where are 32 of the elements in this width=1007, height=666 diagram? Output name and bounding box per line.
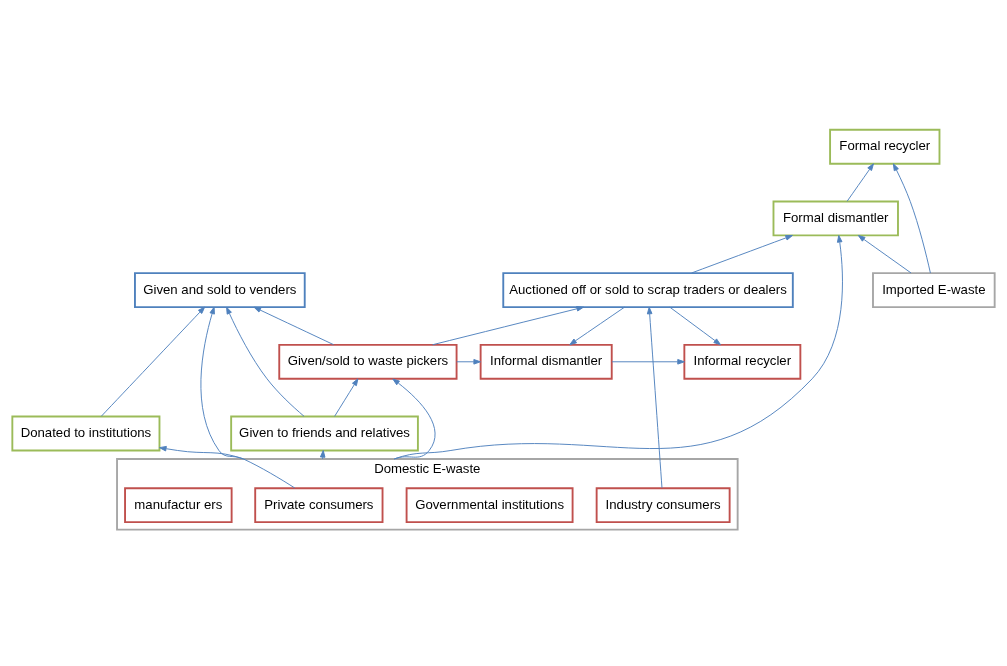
node-box: Given to friends and relatives xyxy=(230,415,419,451)
node-box: Donated to institutions xyxy=(11,415,161,451)
arrow xyxy=(691,234,793,273)
arrow xyxy=(432,305,584,345)
arrow xyxy=(646,306,663,488)
arrow xyxy=(253,306,335,345)
node-box: Industry consumers xyxy=(595,486,731,523)
node-box: Governmental institutions xyxy=(405,486,574,523)
arrow xyxy=(669,306,721,345)
node-box: Informal dismantler xyxy=(479,343,613,380)
node-box: Informal recycler xyxy=(683,343,802,380)
arrow xyxy=(200,306,296,488)
arrow xyxy=(226,306,305,417)
node-box: Formal dismantler xyxy=(772,200,899,236)
node-box: Private consumers xyxy=(254,486,384,523)
arrow xyxy=(846,162,874,202)
arrow xyxy=(857,234,912,273)
node-box: Imported E-waste xyxy=(872,271,996,308)
node-box: manufactur ers xyxy=(124,486,233,523)
arrow xyxy=(892,162,931,274)
arrow xyxy=(100,306,206,417)
arrow xyxy=(334,377,359,417)
node-box: Formal recycler xyxy=(829,128,941,165)
node-box: Given/sold to waste pickers xyxy=(278,343,458,380)
node-box: Auctioned off or sold to scrap traders or dealers xyxy=(502,271,794,308)
arrow xyxy=(569,306,625,345)
arrow xyxy=(611,358,685,365)
node-box: Given and sold to venders xyxy=(134,271,306,308)
arrow xyxy=(159,445,244,459)
arrow xyxy=(392,378,436,459)
arrow xyxy=(456,358,481,365)
arrow xyxy=(393,234,843,459)
